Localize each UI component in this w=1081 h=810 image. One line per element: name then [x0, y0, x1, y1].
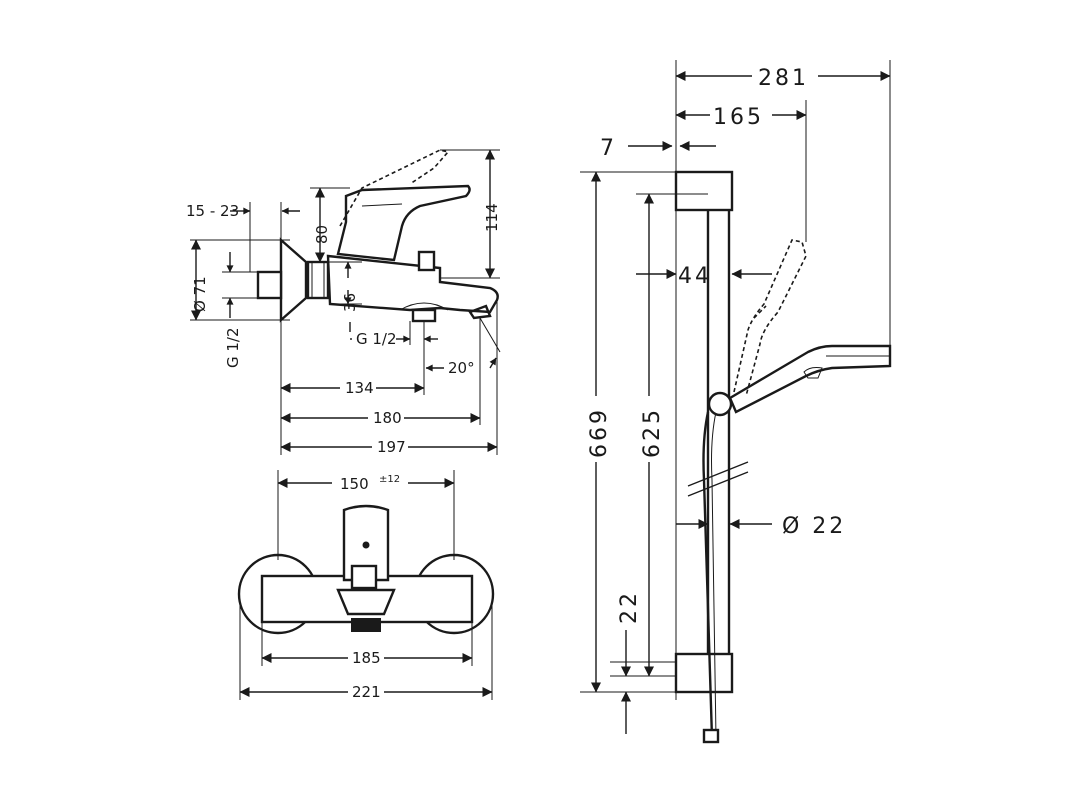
dim-slider-travel: 625: [640, 407, 665, 458]
faucet-front-lever-base: [350, 564, 378, 590]
dim-wall-offset: 15 - 23: [186, 202, 239, 220]
dim-overall-reach: 281: [758, 66, 809, 91]
faucet-side-view: 15 - 23 Ø 71 G 1/2 80 114 36 G 1/2 20° 1…: [186, 149, 501, 456]
rail-slider: [707, 391, 733, 417]
hose-connector: [702, 728, 720, 744]
hand-shower-tilted: [733, 239, 807, 397]
dim-height-lever: 80: [313, 225, 331, 244]
dim-length-180: 180: [373, 409, 402, 427]
dim-rail-diameter: Ø 22: [782, 514, 846, 539]
faucet-side-diverter: [417, 250, 436, 272]
hand-shower: [728, 344, 892, 414]
faucet-front-spout: [336, 588, 396, 616]
dim-center-distance: 150: [340, 475, 369, 493]
dim-thread-inlet: G 1/2: [224, 327, 242, 368]
dim-diameter-escutcheon: Ø 71: [191, 276, 209, 312]
dim-width-body: 185: [352, 649, 381, 667]
dim-handshower-reach: 165: [713, 105, 764, 130]
dim-length-197: 197: [377, 438, 406, 456]
faucet-front-aerator: [351, 618, 381, 632]
dim-bracket-depth: 44: [678, 264, 712, 289]
faucet-side-lever: [336, 184, 471, 262]
dim-center-tolerance: ±12: [379, 474, 400, 485]
dim-thread-outlet: G 1/2: [356, 330, 397, 348]
dim-width-total: 221: [352, 683, 381, 701]
faucet-side-escutcheon: [279, 237, 308, 323]
dim-wall-clearance: 7: [600, 136, 617, 161]
faucet-side-lever-raised: [339, 149, 450, 227]
dim-height-total: 114: [483, 203, 501, 232]
dim-rail-length: 669: [587, 407, 612, 458]
faucet-side-inlet: [256, 270, 283, 300]
rail-bracket-top: [674, 170, 734, 212]
faucet-side-nut: [306, 260, 330, 300]
dim-height-spout: 36: [341, 293, 359, 312]
dim-spout-angle: 20°: [448, 359, 475, 377]
dim-length-134: 134: [345, 379, 374, 397]
faucet-side-body: [326, 254, 499, 314]
shower-rail-view: 281 165 7 44 669 625 Ø 22 22: [580, 60, 892, 744]
faucet-front-indicator: [362, 541, 370, 549]
rail-bracket-bottom: [674, 652, 734, 694]
faucet-side-outlet: [411, 308, 437, 323]
faucet-front-view: 150 ±12 185 221: [237, 470, 495, 701]
dim-bottom-offset: 22: [617, 590, 642, 624]
shower-hose-inner: [711, 411, 717, 739]
